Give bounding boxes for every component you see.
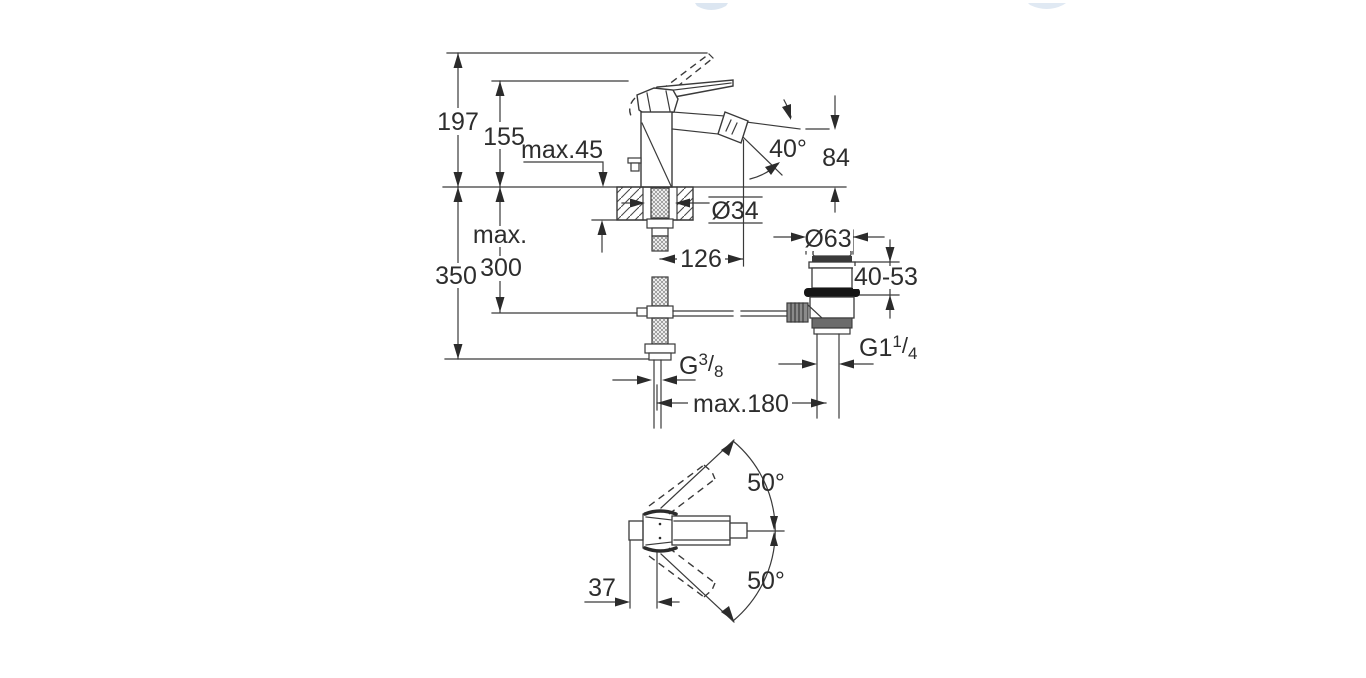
pop-up-drain: [786, 249, 860, 419]
watermark-icon: [695, 3, 1066, 10]
dim-angle-40: 40°: [769, 135, 807, 163]
dim-thread-g114: G11/4: [859, 332, 917, 363]
dim-depth-300: 300: [480, 254, 522, 282]
faucet-side-view: [627, 53, 749, 188]
supply-hose: [636, 187, 790, 429]
label-backgrounds: [434, 108, 919, 416]
dim-range-40-53: 40-53: [854, 263, 918, 291]
dimension-arrows: [453, 53, 895, 621]
dim-height-84: 84: [822, 144, 850, 172]
dim-height-155: 155: [483, 123, 525, 151]
dim-projection-126: 126: [680, 245, 722, 273]
dim-offset-37: 37: [588, 574, 616, 602]
dim-depth-350: 350: [435, 262, 477, 290]
dim-max-180: max.180: [693, 390, 789, 418]
dim-thread-g38: G3/8: [679, 350, 724, 381]
dim-max-45: max.45: [521, 136, 603, 164]
dim-dia-63: Ø63: [804, 225, 851, 253]
dim-height-197: 197: [437, 108, 479, 136]
dim-max-label: max.: [473, 221, 527, 249]
faucet-top-view: [628, 439, 785, 623]
dimension-labels: 197 155 max.45 40° 84 Ø34 126 Ø63 40-53 …: [435, 108, 918, 602]
dim-angle-50-up: 50°: [747, 469, 785, 497]
dim-dia-34: Ø34: [711, 197, 758, 225]
dim-angle-50-down: 50°: [747, 567, 785, 595]
